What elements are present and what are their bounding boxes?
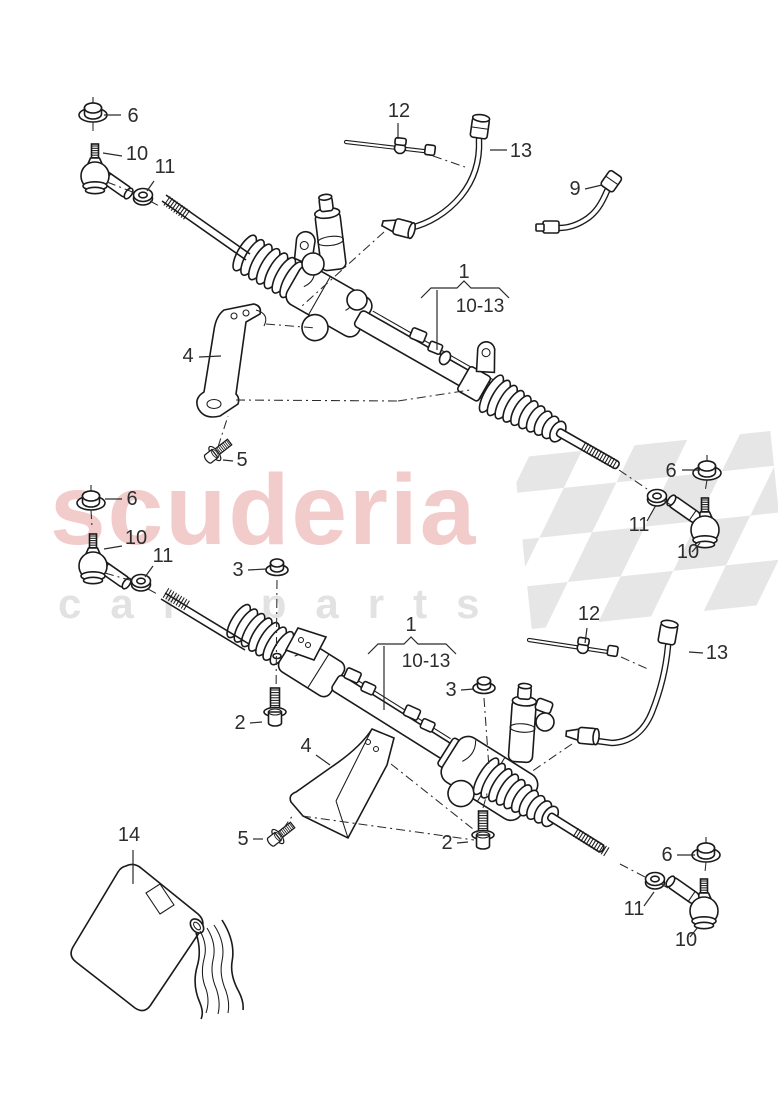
- hose-13-bottom: [565, 619, 679, 747]
- washer-11-top-right: [646, 488, 668, 507]
- callout-2[interactable]: 2: [234, 712, 245, 734]
- steering-gear-assembly-top: 6 10 11 12 13 9 1 10-13 4 5 6 11 10: [78, 96, 722, 563]
- mount-bracket-bottom: [272, 627, 328, 661]
- callout-6[interactable]: 6: [126, 488, 137, 510]
- washer-11-bottom-left: [130, 573, 152, 592]
- callout-3[interactable]: 3: [445, 679, 456, 701]
- callout-10[interactable]: 10: [126, 143, 148, 165]
- callout-11[interactable]: 11: [153, 545, 174, 567]
- input-shaft-top: [313, 193, 347, 272]
- pipe-12-bottom: [529, 635, 619, 656]
- callout-5[interactable]: 5: [237, 828, 248, 850]
- heat-shield-4-bottom: [289, 728, 395, 840]
- callout-5[interactable]: 5: [236, 449, 247, 471]
- tie-rod-end-10-bottom-right: [663, 873, 719, 930]
- nut-6-top-left: [78, 96, 108, 123]
- callout-4[interactable]: 4: [182, 345, 193, 367]
- callout-3[interactable]: 3: [232, 559, 243, 581]
- callout-10[interactable]: 10: [677, 541, 699, 563]
- nut-3-bottom-right: [472, 676, 496, 695]
- nut-3-bottom-left: [265, 558, 289, 577]
- callout-10[interactable]: 10: [675, 929, 697, 951]
- washer-11-top-left: [132, 187, 154, 206]
- callout-11[interactable]: 11: [629, 514, 650, 536]
- steering-gear-assembly-bottom: 6 10 11 3 1 10-13 12 13 3 2 4 5 2 6 11 1…: [70, 484, 728, 1020]
- callout-14[interactable]: 14: [118, 824, 140, 846]
- callout-11[interactable]: 11: [155, 156, 176, 178]
- callout-6[interactable]: 6: [127, 105, 138, 127]
- callout-13[interactable]: 13: [510, 140, 532, 162]
- hose-13-top: [380, 113, 491, 240]
- callout-9[interactable]: 9: [569, 178, 580, 200]
- callout-4[interactable]: 4: [300, 735, 311, 757]
- callout-2[interactable]: 2: [441, 832, 452, 854]
- washer-11-bottom-right: [644, 871, 666, 890]
- callout-6[interactable]: 6: [665, 460, 676, 482]
- nut-6-top-right: [692, 454, 722, 481]
- rack-body-top: [232, 230, 620, 470]
- bolt-2-bottom-right: [471, 810, 495, 850]
- callout-11[interactable]: 11: [624, 898, 645, 920]
- callout-12[interactable]: 12: [388, 100, 410, 122]
- callout-10-13[interactable]: 10-13: [456, 296, 505, 317]
- callout-12[interactable]: 12: [578, 603, 600, 625]
- heat-shield-4-top: [196, 303, 267, 418]
- callout-1[interactable]: 1: [458, 261, 469, 283]
- callout-10[interactable]: 10: [125, 527, 147, 549]
- hose-9: [535, 169, 623, 234]
- nut-6-bottom-right: [691, 836, 721, 863]
- input-shaft-bottom: [507, 682, 538, 764]
- bolt-5-top: [200, 434, 236, 468]
- pipe-12-top: [346, 137, 436, 155]
- callout-13[interactable]: 13: [706, 642, 728, 664]
- tie-rod-end-10-top-right: [664, 492, 720, 549]
- callout-10-13[interactable]: 10-13: [402, 651, 451, 672]
- fluid-pack-14: [70, 863, 244, 1020]
- callout-6[interactable]: 6: [661, 844, 672, 866]
- watermark-brand-text: scuderia: [50, 454, 478, 566]
- nut-6-bottom-left: [76, 484, 106, 511]
- callout-1[interactable]: 1: [405, 614, 416, 636]
- bolt-5-bottom: [263, 817, 299, 851]
- bolt-2-bottom-left: [263, 687, 287, 727]
